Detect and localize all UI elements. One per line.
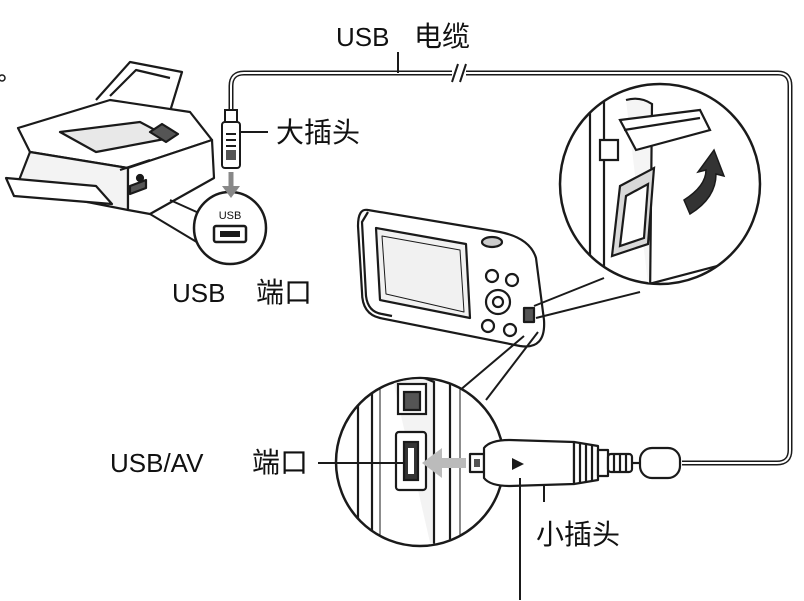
usb-port-label-suffix: 端口 bbox=[256, 276, 312, 309]
port-cover-inset bbox=[558, 82, 762, 286]
insert-left-arrow-icon bbox=[422, 448, 466, 478]
callout-line bbox=[535, 291, 641, 319]
usb-cable bbox=[228, 52, 793, 466]
small-plug-label: 小插头 bbox=[536, 518, 620, 551]
edge-mark bbox=[0, 74, 6, 82]
camera-button bbox=[480, 318, 496, 334]
camera-side-port bbox=[522, 306, 536, 324]
large-plug-collar bbox=[224, 109, 238, 123]
small-plug bbox=[468, 438, 682, 488]
open-cover-arrow-icon bbox=[683, 148, 726, 216]
usb-port-label-prefix: USB bbox=[172, 278, 225, 308]
printer bbox=[4, 60, 216, 216]
large-plug-label: 大插头 bbox=[276, 116, 360, 149]
camera bbox=[356, 208, 546, 348]
usb-cable-label-suffix: 电缆 bbox=[414, 20, 470, 53]
usb-av-port-label-prefix: USB/AV bbox=[110, 448, 204, 478]
ferrite-core bbox=[638, 446, 682, 480]
usb-cable-label-prefix: USB bbox=[336, 22, 389, 52]
camera-button bbox=[504, 272, 520, 288]
shutter-button bbox=[480, 235, 504, 249]
callout-line bbox=[533, 277, 605, 307]
printer-port-marking: USB bbox=[219, 210, 242, 222]
camera-button bbox=[484, 268, 500, 284]
usb-av-port-label-suffix: 端口 bbox=[252, 446, 308, 479]
camera-button bbox=[502, 322, 518, 338]
small-plug-body bbox=[482, 438, 576, 488]
insert-down-arrow-icon bbox=[222, 186, 240, 198]
plug-orientation-mark bbox=[512, 458, 524, 470]
camera-screen bbox=[374, 226, 472, 320]
large-plug bbox=[221, 109, 241, 198]
callout-line bbox=[485, 331, 539, 401]
